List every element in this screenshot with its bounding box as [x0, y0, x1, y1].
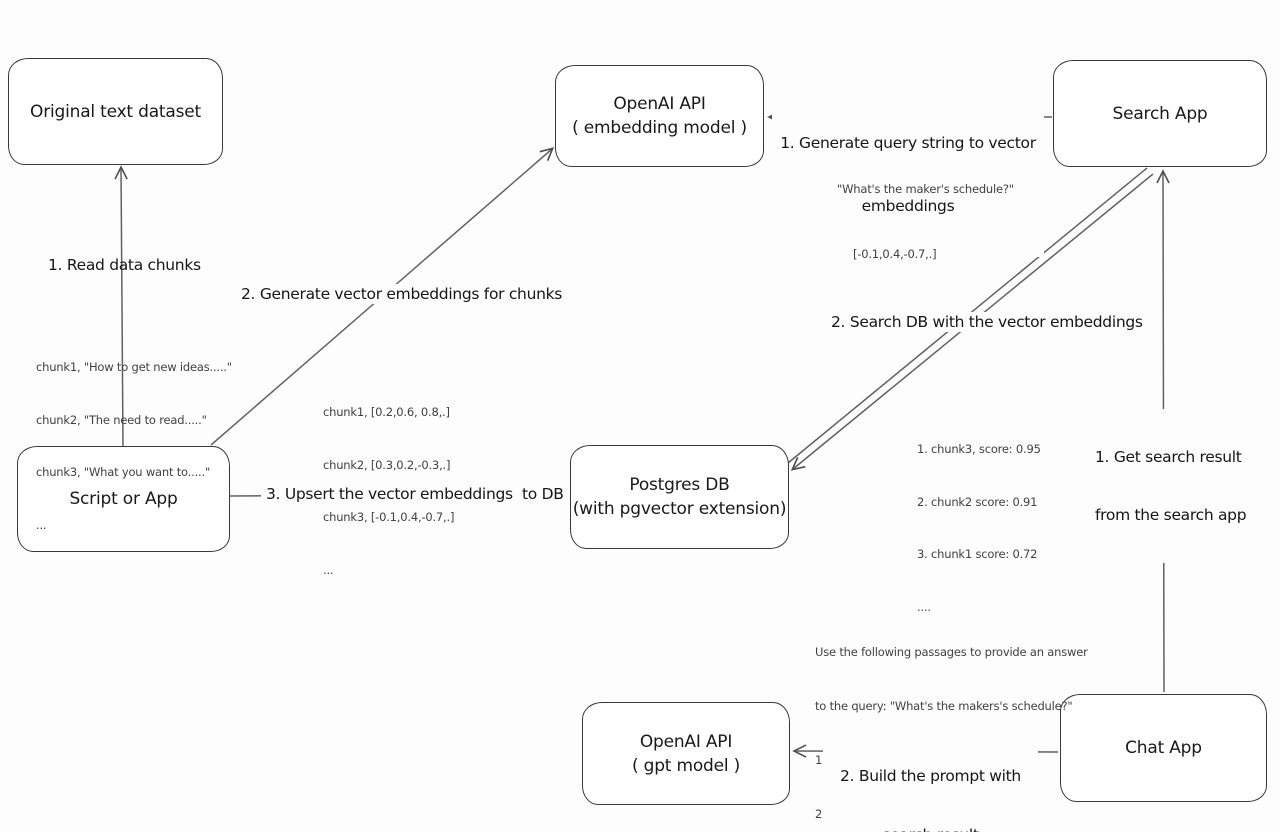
node-label-line2: (with pgvector extension) [572, 499, 787, 519]
node-label-line1: OpenAI API [613, 94, 706, 114]
edge-label-line2: from the search app [1095, 506, 1247, 524]
edge-label-get-search-result: 1. Get search result from the search app [1090, 409, 1252, 563]
node-chat-app: Chat App [1060, 694, 1267, 802]
edge-label-line1: 1. Get search result [1095, 448, 1242, 466]
annotation-line: 2. chunk2 score: 0.91 [917, 494, 1038, 509]
node-search-app: Search App [1053, 60, 1267, 167]
annotation-line: chunk2, [0.3,0.2,-0.3,.] [323, 457, 451, 472]
edge-label-line1: 1. Generate query string to vector [780, 134, 1036, 152]
edge-label-generate-embeddings: 2. Generate vector embeddings for chunks [236, 284, 568, 304]
node-label-line2: ( embedding model ) [572, 118, 747, 138]
annotation-line: chunk1, [0.2,0.6, 0.8,.] [323, 405, 450, 419]
node-script-or-app: Script or App [17, 446, 230, 552]
edge-label-line2: search result [828, 824, 1033, 832]
node-label-line1: OpenAI API [639, 731, 733, 752]
annotation-line: chunk3, [-0.1,0.4,-0.7,.] [323, 510, 455, 524]
node-label-line2: ( gpt model ) [631, 755, 741, 776]
node-postgres-db: Postgres DB (with pgvector extension) [570, 445, 789, 549]
annotation-query-vector: [-0.1,0.4,-0.7,.] [853, 247, 937, 261]
annotation-vector-list: chunk1, [0.2,0.6, 0.8,.] chunk2, [0.3,0.… [323, 369, 454, 614]
annotation-line: 1. chunk3, score: 0.95 [917, 442, 1041, 456]
edge-label-search-db: 2. Search DB with the vector embeddings [826, 312, 1148, 332]
edge-label-line1: 2. Build the prompt with [840, 767, 1021, 785]
edge-label-line2: embeddings [861, 197, 955, 215]
edge-label-read-data-chunks: 1. Read data chunks [48, 256, 201, 274]
node-label: Script or App [69, 489, 178, 509]
node-label-line1: Postgres DB [629, 475, 730, 495]
annotation-line: chunk3, "What you want to....." [36, 465, 211, 479]
node-label: Original text dataset [30, 101, 201, 122]
annotation-line: Use the following passages to provide an… [815, 645, 1088, 659]
annotation-score-list: 1. chunk3, score: 0.95 2. chunk2 score: … [917, 406, 1041, 651]
annotation-line: to the query: "What's the makers's sched… [815, 699, 1073, 713]
edge-label-generate-query-string: 1. Generate query string to vector embed… [772, 93, 1044, 257]
annotation-line: chunk2, "The need to read....." [36, 412, 207, 427]
node-label: Search App [1112, 103, 1208, 124]
node-label: Chat App [1125, 738, 1202, 758]
annotation-line: ... [36, 517, 47, 532]
node-openai-api-gpt: OpenAI API ( gpt model ) [582, 702, 790, 805]
annotation-line: 3. chunk1 score: 0.72 [917, 547, 1038, 561]
annotation-line: .... [917, 599, 931, 614]
annotation-chunk-list: chunk1, "How to get new ideas....." chun… [36, 324, 232, 569]
edge-label-upsert: 3. Upsert the vector embeddings to DB [261, 484, 569, 504]
node-original-text-dataset: Original text dataset [8, 58, 223, 165]
arrow-read-data-chunks [114, 165, 128, 447]
annotation-line: ... [323, 562, 334, 577]
node-openai-api-embedding: OpenAI API ( embedding model ) [555, 65, 764, 167]
annotation-query-example: "What's the maker's schedule?" [837, 182, 1014, 196]
annotation-line: chunk1, "How to get new ideas....." [36, 360, 232, 374]
edge-label-build-prompt: 2. Build the prompt with search result [823, 728, 1038, 832]
